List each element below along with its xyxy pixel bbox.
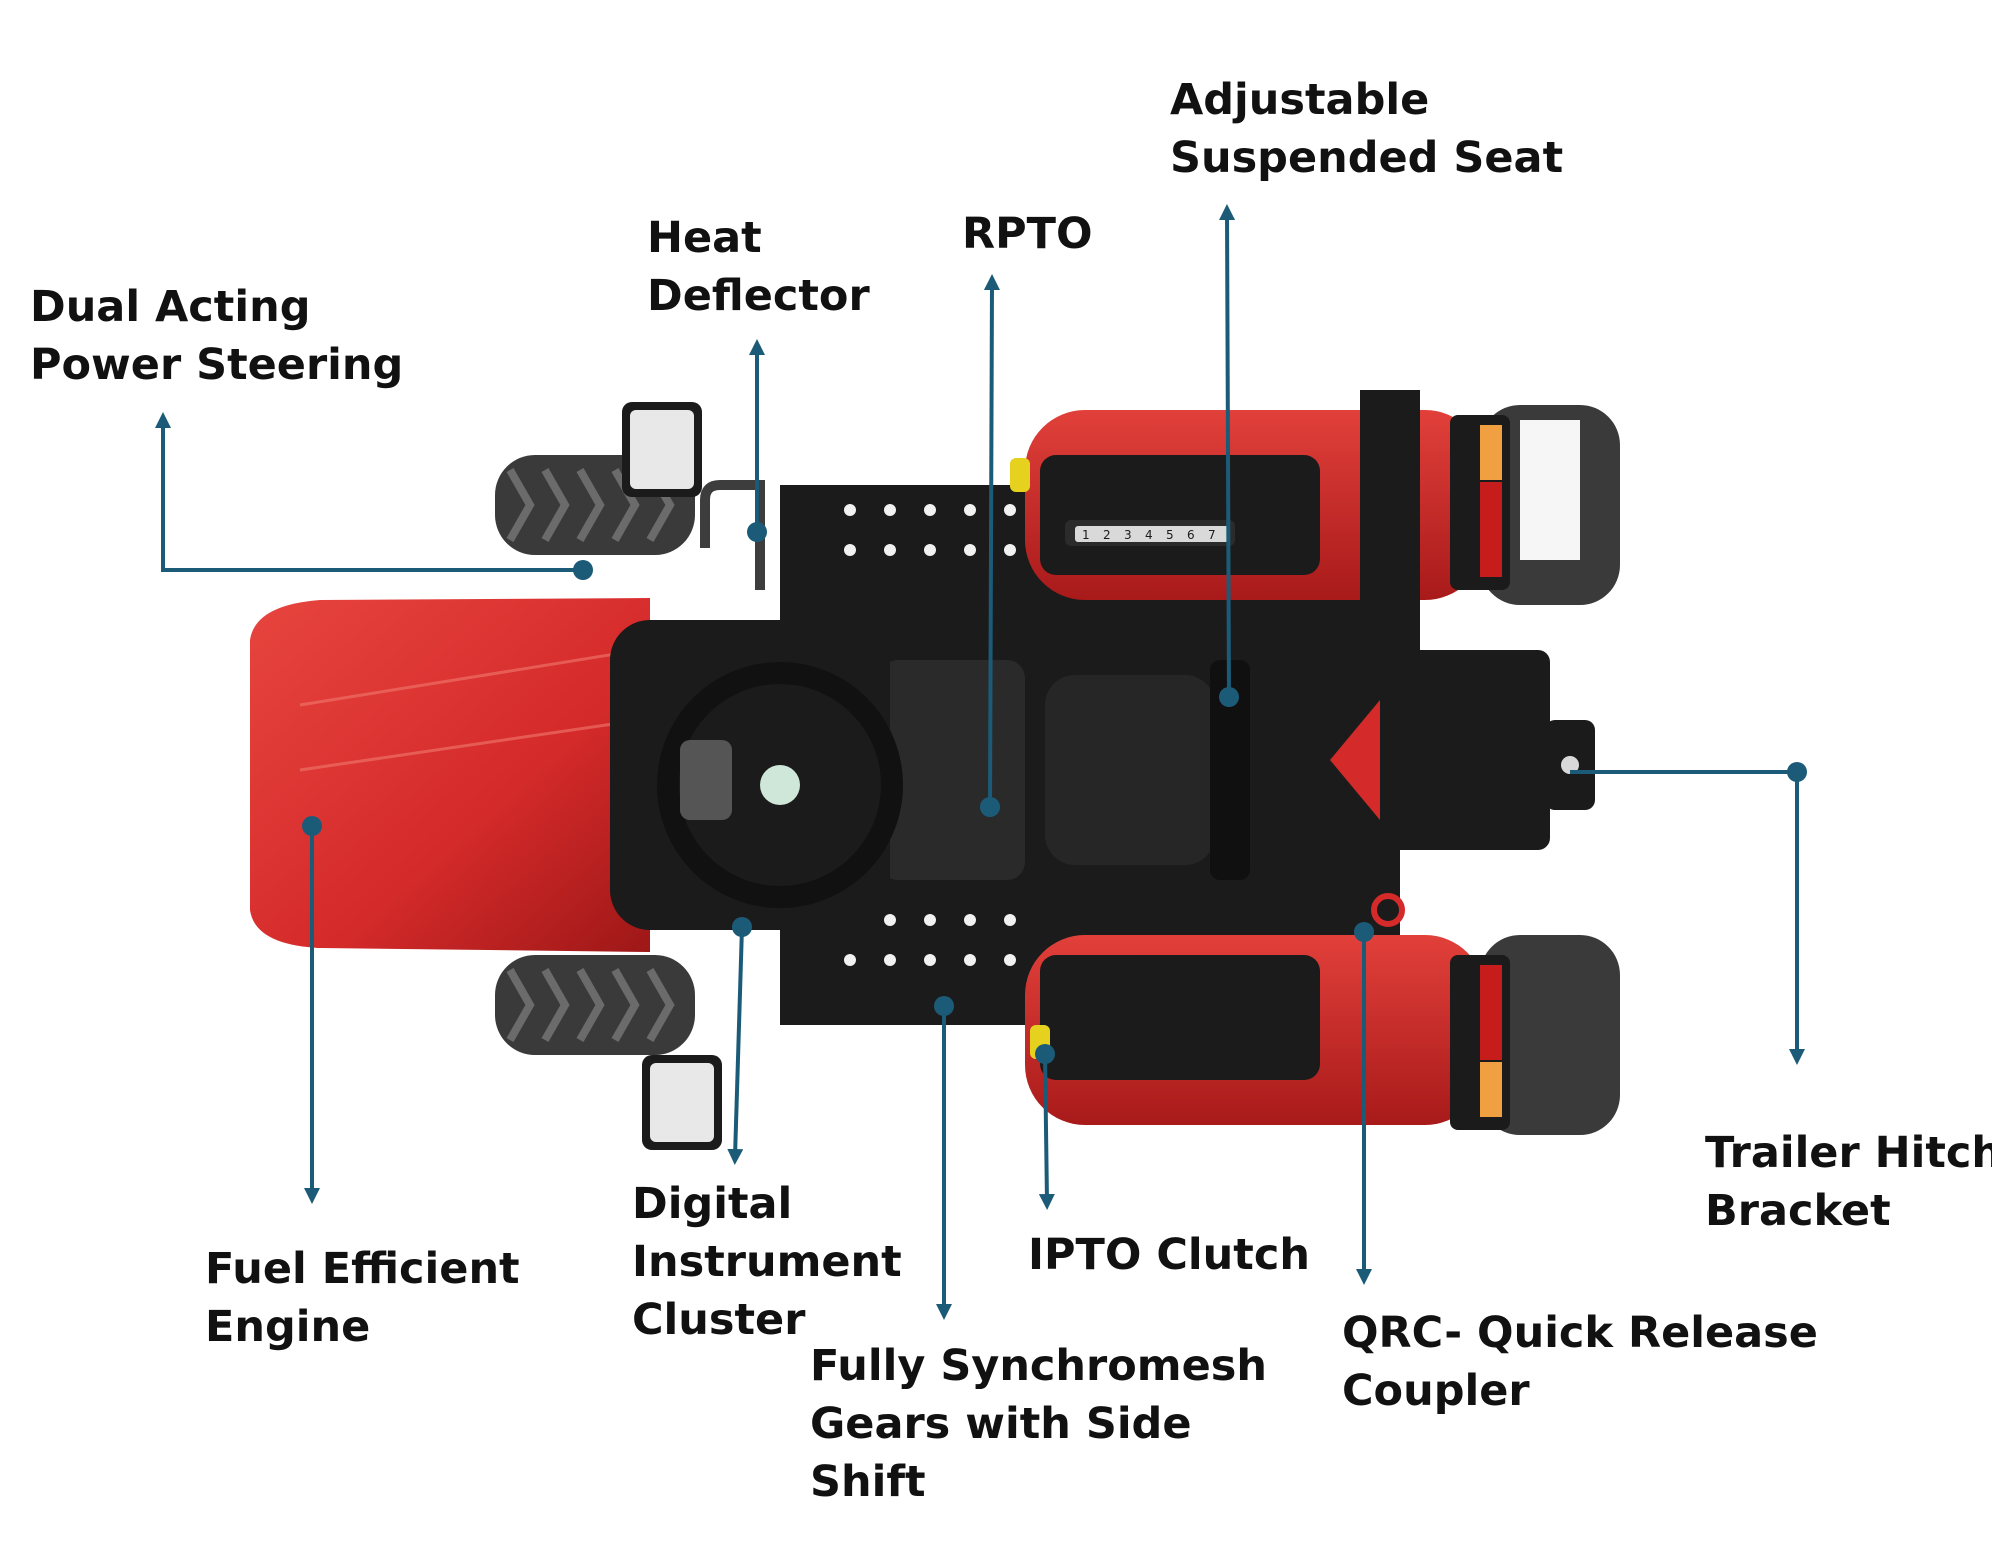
label-heat-deflector: Heat Deflector bbox=[647, 213, 870, 321]
label-adjustable-suspended-seat: Adjustable Suspended Seat bbox=[1170, 75, 1564, 183]
label-qrc-quick-release-coupler: QRC- Quick Release Coupler bbox=[1342, 1308, 1818, 1416]
ipto-dot bbox=[1035, 1044, 1055, 1064]
label-trailer-hitch-bracket: Trailer Hitch Bracket bbox=[1705, 1128, 1992, 1236]
label-digital-instrument-cluster: Digital Instrument Cluster bbox=[632, 1179, 902, 1345]
hitch-dot bbox=[1787, 762, 1807, 782]
dashboard bbox=[610, 620, 903, 930]
gear-shift-plate bbox=[1075, 526, 1230, 542]
left-rear-lamp bbox=[1450, 415, 1580, 590]
seat-callout bbox=[1219, 204, 1236, 698]
steering-callout bbox=[155, 412, 583, 572]
engine-dot bbox=[302, 816, 322, 836]
platform-holes bbox=[844, 504, 1016, 966]
label-fuel-efficient-engine: Fuel Efficient Engine bbox=[205, 1244, 520, 1352]
callout-dots bbox=[302, 522, 1807, 1064]
tractor-illustration bbox=[250, 390, 1620, 1150]
qrc-valve bbox=[1371, 893, 1405, 927]
steering-wheel bbox=[657, 662, 903, 908]
yellow-lever-left bbox=[1010, 458, 1030, 492]
gears-dot bbox=[934, 996, 954, 1016]
heat-deflector-bar bbox=[700, 480, 765, 590]
callout-lines bbox=[155, 204, 1805, 1320]
steering-dot bbox=[573, 560, 593, 580]
cluster-callout bbox=[727, 926, 744, 1165]
cluster-dot bbox=[732, 917, 752, 937]
rpto-dot bbox=[980, 797, 1000, 817]
front-right-tire bbox=[495, 955, 695, 1055]
right-fender bbox=[1025, 935, 1485, 1125]
qrc-dot bbox=[1354, 922, 1374, 942]
heat-deflector-dot bbox=[747, 522, 767, 542]
label-fully-synchromesh-gears: Fully Synchromesh Gears with Side Shift bbox=[810, 1341, 1267, 1507]
label-rpto: RPTO bbox=[962, 209, 1093, 259]
left-mirror bbox=[622, 402, 702, 497]
rpto-callout bbox=[983, 274, 1000, 808]
rear-right-tire bbox=[1480, 935, 1620, 1135]
rear-hitch-assembly bbox=[1330, 390, 1595, 850]
operator-seat bbox=[1020, 650, 1250, 890]
label-ipto-clutch: IPTO Clutch bbox=[1028, 1230, 1310, 1280]
right-rear-lamp bbox=[1450, 955, 1510, 1130]
engine-hood bbox=[250, 598, 650, 952]
seat-dot bbox=[1219, 687, 1239, 707]
label-dual-acting-power-steering: Dual Acting Power Steering bbox=[30, 282, 404, 390]
right-mirror bbox=[642, 1055, 722, 1150]
ipto-callout bbox=[1038, 1053, 1055, 1210]
